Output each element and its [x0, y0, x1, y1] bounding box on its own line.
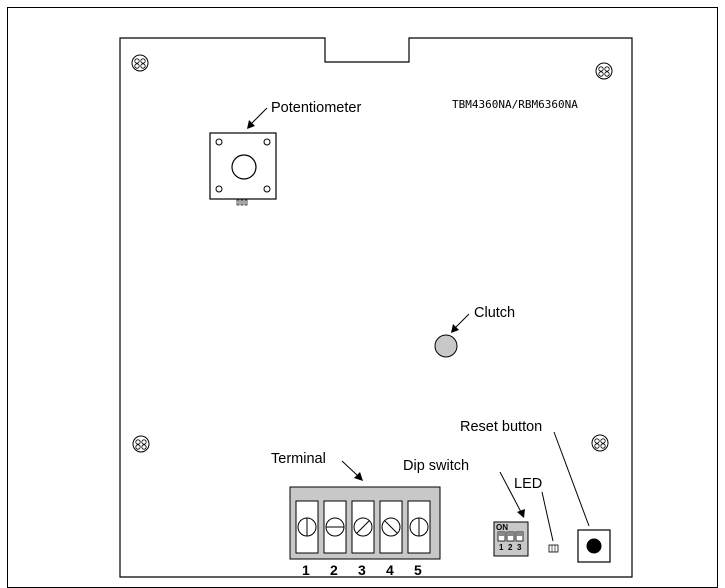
- dip-switch-position: 1: [499, 543, 504, 552]
- clutch-arrow: [451, 313, 470, 333]
- potentiometer-label: Potentiometer: [271, 100, 361, 116]
- terminal-number: 5: [414, 562, 422, 578]
- dip-switch-position: 3: [517, 543, 522, 552]
- model-label: TBM4360NA/RBM6360NA: [452, 98, 578, 111]
- dip-switch-label: Dip switch: [403, 458, 469, 474]
- led-leader: [541, 491, 554, 542]
- potentiometer-arrow: [247, 107, 268, 129]
- terminal-slot: [407, 500, 431, 554]
- dip-switch: [493, 521, 529, 557]
- mounting-screw-bottom-left: [132, 435, 150, 453]
- led: [548, 544, 559, 553]
- dip-switch-position: 2: [508, 543, 513, 552]
- clutch-label: Clutch: [474, 305, 515, 321]
- mounting-screw-top-left: [131, 54, 149, 72]
- terminal-number: 3: [358, 562, 366, 578]
- clutch: [434, 334, 458, 358]
- terminal-number: 2: [330, 562, 338, 578]
- potentiometer: [209, 132, 277, 206]
- mounting-screw-top-right: [595, 62, 613, 80]
- terminal-slot: [379, 500, 403, 554]
- reset-button-leader: [553, 431, 590, 527]
- terminal-slot: [351, 500, 375, 554]
- terminal-number: 4: [386, 562, 394, 578]
- reset-button-label: Reset button: [460, 419, 542, 435]
- terminal-number: 1: [302, 562, 310, 578]
- dip-switch-arrow: [499, 471, 525, 518]
- reset-button: [577, 529, 611, 563]
- terminal-block: [289, 486, 441, 560]
- mounting-screw-bottom-right: [591, 434, 609, 452]
- led-label: LED: [514, 476, 542, 492]
- terminal-arrow: [341, 460, 363, 481]
- terminal-slot: [323, 500, 347, 554]
- dip-switch-on-label: ON: [496, 523, 508, 532]
- terminal-label: Terminal: [271, 451, 326, 467]
- terminal-slot: [295, 500, 319, 554]
